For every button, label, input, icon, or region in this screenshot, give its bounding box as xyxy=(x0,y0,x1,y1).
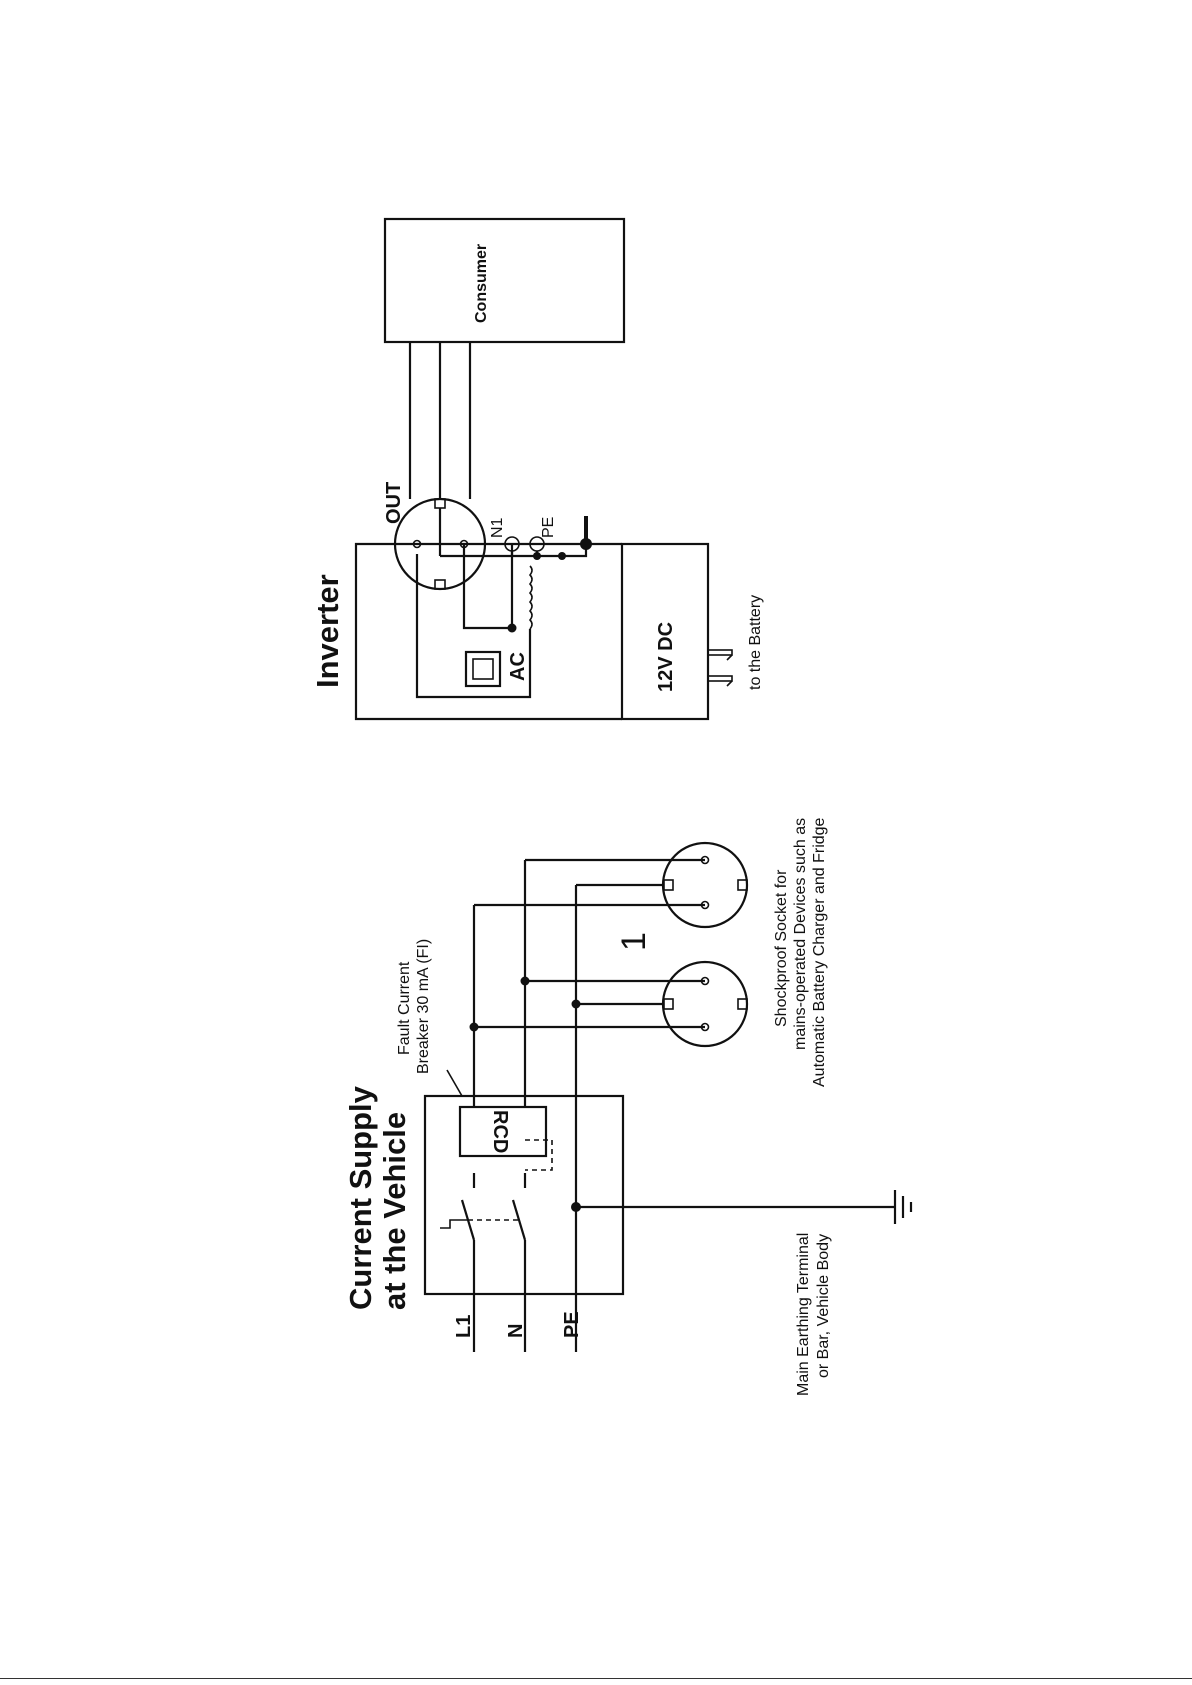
fault-breaker-label-line2: Breaker 30 mA (FI) xyxy=(415,939,432,1074)
l1-junction xyxy=(470,1023,479,1032)
socket-label-line2: mains-operated Devices such as xyxy=(792,818,809,1050)
battery-lead-2 xyxy=(708,676,732,681)
inverter-diagram: Inverter 12V DC to the Battery AC OUT xyxy=(310,219,764,719)
fault-breaker-label-line1: Fault Current xyxy=(396,961,413,1055)
battery-lead-1 xyxy=(708,650,732,655)
dc-label: 12V DC xyxy=(655,622,677,692)
current-supply-diagram: Current Supply at the Vehicle L1 N PE RC… xyxy=(343,817,911,1396)
socket-b-earth-contact xyxy=(664,880,673,890)
ac-label: AC xyxy=(507,652,529,681)
inverter-wire-2 xyxy=(464,545,512,628)
page-footer-rule xyxy=(0,1678,1192,1679)
consumer-label: Consumer xyxy=(473,244,490,323)
output-socket-earth-bottom xyxy=(435,580,445,589)
socket-group-number: 1 xyxy=(615,932,653,951)
earthing-label-line2: or Bar, Vehicle Body xyxy=(815,1234,832,1378)
output-socket-earth-top xyxy=(435,499,445,508)
earthing-junction xyxy=(571,1202,581,1212)
conductor-label-n: N xyxy=(505,1324,527,1338)
supply-title-line1: Current Supply xyxy=(343,1085,378,1310)
n-junction xyxy=(521,977,530,986)
socket-b-earth-contact-2 xyxy=(738,880,747,890)
fault-breaker-pointer xyxy=(447,1070,462,1096)
ac-indicator-inner xyxy=(473,659,493,679)
bus-junction xyxy=(558,552,566,560)
pe-label: PE xyxy=(540,517,557,538)
socket-a-earth-contact-2 xyxy=(738,999,747,1009)
transformer-coil xyxy=(530,566,532,629)
out-label: OUT xyxy=(383,482,405,524)
socket-a-earth-contact xyxy=(664,999,673,1009)
socket-a xyxy=(663,962,747,1046)
consumer-box xyxy=(385,219,624,342)
supply-title-line2: at the Vehicle xyxy=(377,1112,412,1310)
conductor-label-pe: PE xyxy=(561,1311,583,1338)
socket-label-line3: Automatic Battery Charger and Fridge xyxy=(811,817,828,1087)
ac-indicator-outer xyxy=(466,652,500,686)
inverter-title: Inverter xyxy=(310,574,345,688)
conductor-label-l1: L1 xyxy=(453,1315,475,1338)
switch-operator xyxy=(440,1220,468,1228)
n1-label: N1 xyxy=(489,517,506,538)
inverter-ac-section xyxy=(356,544,622,719)
earthing-label-line1: Main Earthing Terminal xyxy=(795,1233,812,1396)
socket-label-line1: Shockproof Socket for xyxy=(773,869,790,1027)
pe-bus-junction xyxy=(533,552,541,560)
rcd-label: RCD xyxy=(489,1110,511,1153)
battery-label: to the Battery xyxy=(747,595,764,690)
pe-junction xyxy=(572,1000,581,1009)
socket-b xyxy=(663,843,747,927)
